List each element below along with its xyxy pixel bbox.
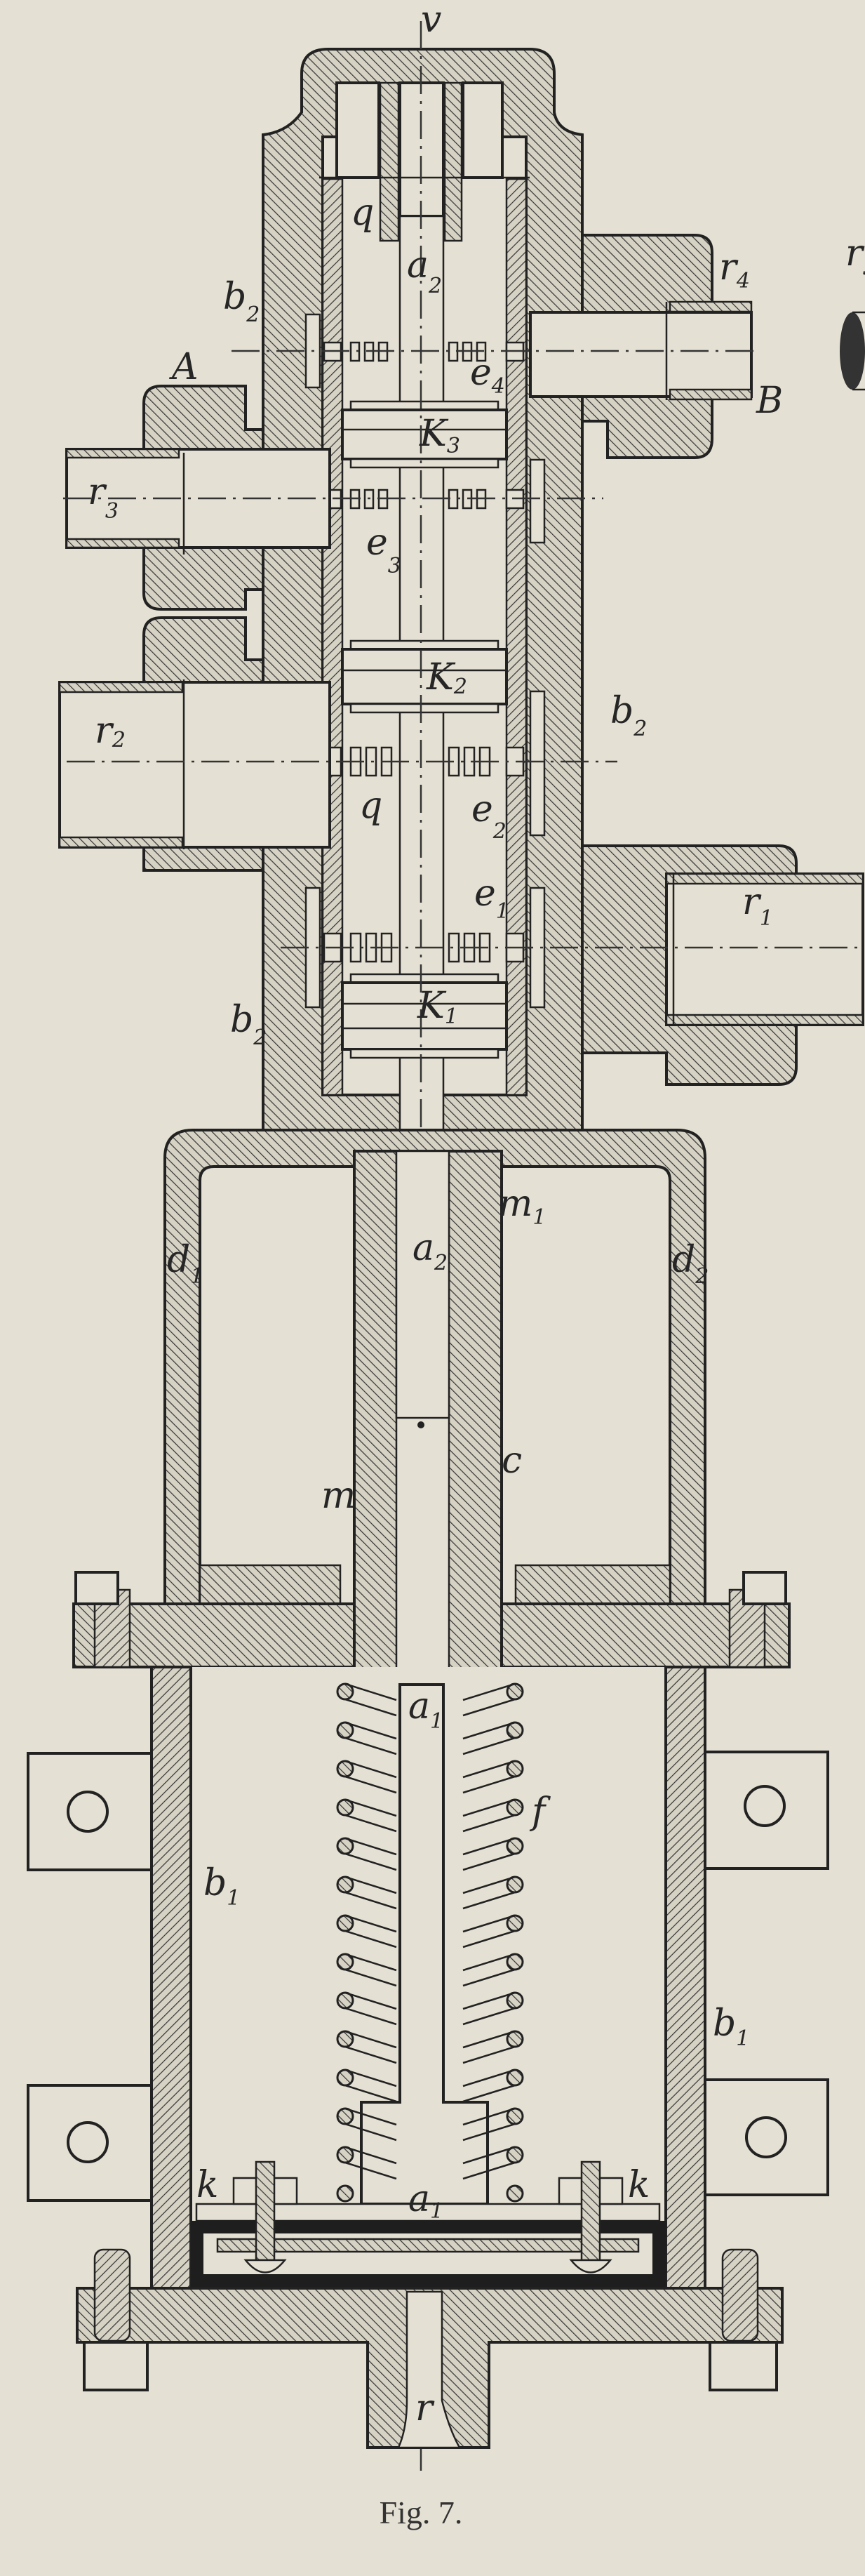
- spring-wire: [462, 1837, 516, 1871]
- label-r3-end: r3: [845, 232, 865, 281]
- piston-K3: [341, 400, 508, 469]
- spring-wire: [462, 2146, 516, 2180]
- label-a2: a2: [407, 244, 442, 298]
- label-a1-low: a1: [408, 2178, 443, 2224]
- spring-wire: [462, 1991, 516, 2026]
- spring-wire: [462, 2107, 516, 2142]
- clamp-bolt-k: [232, 2160, 298, 2273]
- spring-wire: [462, 1953, 516, 1987]
- label-c: c: [502, 1440, 522, 1482]
- label-q: q: [351, 192, 374, 234]
- spring-wire: [462, 1914, 516, 1948]
- spring-coil: [506, 2184, 524, 2203]
- label-k-left: k: [196, 2164, 219, 2206]
- label-e2: e2: [471, 788, 507, 844]
- spring-wire: [462, 1721, 516, 1755]
- label-K1: K1: [417, 985, 458, 1029]
- spring-wire: [462, 2030, 516, 2064]
- label-v: v: [421, 0, 441, 41]
- spring-wire: [344, 2030, 397, 2064]
- spring-wire: [344, 2107, 397, 2142]
- label-k-right: k: [628, 2164, 650, 2206]
- pipe-r3-end-view: [840, 311, 865, 391]
- label-q-mid: q: [359, 785, 382, 827]
- label-d1: d1: [167, 1239, 203, 1289]
- spring-wire: [462, 2069, 516, 2103]
- upper-valve-body: [58, 21, 865, 2471]
- spring-wire: [344, 1721, 397, 1755]
- label-m1: m1: [498, 1183, 546, 1230]
- label-a2-low: a2: [413, 1227, 448, 1275]
- label-r3: r3: [88, 471, 119, 524]
- spring-wire: [344, 1682, 397, 1717]
- mounting-lug: [27, 2084, 153, 2202]
- label-r4: r4: [719, 246, 750, 293]
- spring-wire: [344, 1760, 397, 1794]
- spring-f: [336, 1682, 524, 2203]
- spring-wire: [344, 1914, 397, 1948]
- spring-wire: [344, 1798, 397, 1833]
- label-K3: K3: [419, 413, 460, 458]
- spring-coil: [336, 2184, 354, 2203]
- spring-wire: [462, 1798, 516, 1833]
- label-d2: d2: [672, 1239, 709, 1289]
- spring-wire: [344, 2146, 397, 2180]
- label-b1-left: b1: [203, 1862, 240, 1911]
- label-b2-low: b2: [230, 999, 267, 1050]
- spring-wire: [462, 1760, 516, 1794]
- mounting-lug: [27, 1752, 153, 1871]
- figure-caption: Fig. 7.: [380, 2495, 463, 2530]
- spring-wire: [344, 1991, 397, 2026]
- piston-K1: [341, 973, 508, 1059]
- spring-wire: [462, 1682, 516, 1717]
- pipe-r2: [58, 679, 331, 849]
- label-a1: a1: [408, 1685, 443, 1734]
- label-K2: K2: [426, 656, 467, 699]
- membrane: [191, 2221, 666, 2233]
- label-b1-right: b1: [713, 2003, 749, 2051]
- pipe-r4: [529, 300, 753, 401]
- mounting-lug: [704, 2078, 829, 2196]
- label-m: m: [321, 1475, 356, 1517]
- spring-wire: [462, 1875, 516, 1910]
- mounting-lug: [704, 1751, 829, 1870]
- spring-wire: [344, 1837, 397, 1871]
- label-r2: r2: [95, 710, 126, 752]
- label-r1: r1: [742, 881, 773, 931]
- label-e3: e3: [366, 522, 401, 578]
- spring-wire: [344, 2069, 397, 2103]
- part-labels: v q a2 b2 r4 r3 A B e4 K3 r3 e3 K2 r2 b2…: [88, 0, 865, 2429]
- label-e1: e1: [474, 872, 509, 924]
- spring-wire: [344, 1875, 397, 1910]
- label-A: A: [169, 346, 199, 388]
- label-e4: e4: [470, 352, 505, 399]
- label-b2-mid: b2: [610, 690, 647, 741]
- spring-wire: [344, 1953, 397, 1987]
- pipe-r1: [665, 872, 864, 1026]
- lower-cylinder-b1: [27, 1666, 829, 2449]
- label-r: r: [415, 2387, 435, 2429]
- label-B: B: [756, 380, 783, 422]
- label-b2: b2: [223, 276, 260, 327]
- clamp-bolt-k: [558, 2160, 624, 2273]
- piston-K2: [341, 639, 508, 714]
